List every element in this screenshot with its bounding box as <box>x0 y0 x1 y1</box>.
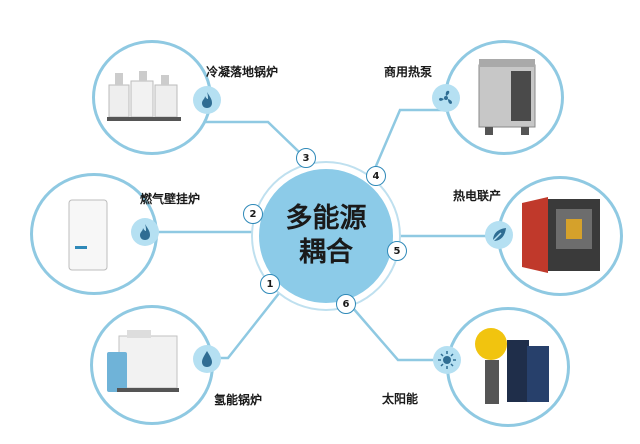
step-number-5: 5 <box>387 241 407 261</box>
solar-image <box>475 328 549 404</box>
label-solar: 太阳能 <box>382 392 419 406</box>
sun-icon <box>433 346 461 374</box>
water-drop-icon <box>193 345 221 373</box>
label-condensing-boiler: 冷凝落地锅炉 <box>206 65 279 79</box>
hub-circle: 多能源 耦合 <box>253 163 399 309</box>
leaf-icon <box>485 221 513 249</box>
node-hydrogen-boiler <box>90 305 214 425</box>
heat-pump-image <box>478 59 536 135</box>
label-hydrogen-boiler: 氢能锅炉 <box>214 393 263 407</box>
hydrogen-boiler-image <box>107 330 179 392</box>
link-hydrogen-boiler <box>206 291 281 360</box>
step-number-6: 6 <box>336 294 356 314</box>
link-solar <box>345 299 448 362</box>
label-wall-boiler: 燃气壁挂炉 <box>140 192 201 206</box>
step-number-3: 3 <box>296 148 316 168</box>
node-condensing-boiler <box>92 40 212 155</box>
label-chp: 热电联产 <box>453 189 502 203</box>
hub-title-line2: 耦合 <box>299 237 353 268</box>
step-number-1: 1 <box>260 274 280 294</box>
fan-icon <box>432 84 460 112</box>
step-number-4: 4 <box>366 166 386 186</box>
label-heat-pump: 商用热泵 <box>384 65 433 79</box>
node-solar <box>446 307 570 427</box>
node-heat-pump <box>444 40 564 155</box>
chp-image <box>522 197 600 273</box>
flame-icon <box>193 86 221 114</box>
node-chp <box>497 176 623 296</box>
step-number-2: 2 <box>243 204 263 224</box>
wall-boiler-image <box>68 199 108 271</box>
link-heat-pump <box>368 108 444 181</box>
hub-title-line1: 多能源 <box>285 203 367 234</box>
condensing-boiler-image <box>107 71 181 121</box>
flame-icon <box>131 218 159 246</box>
